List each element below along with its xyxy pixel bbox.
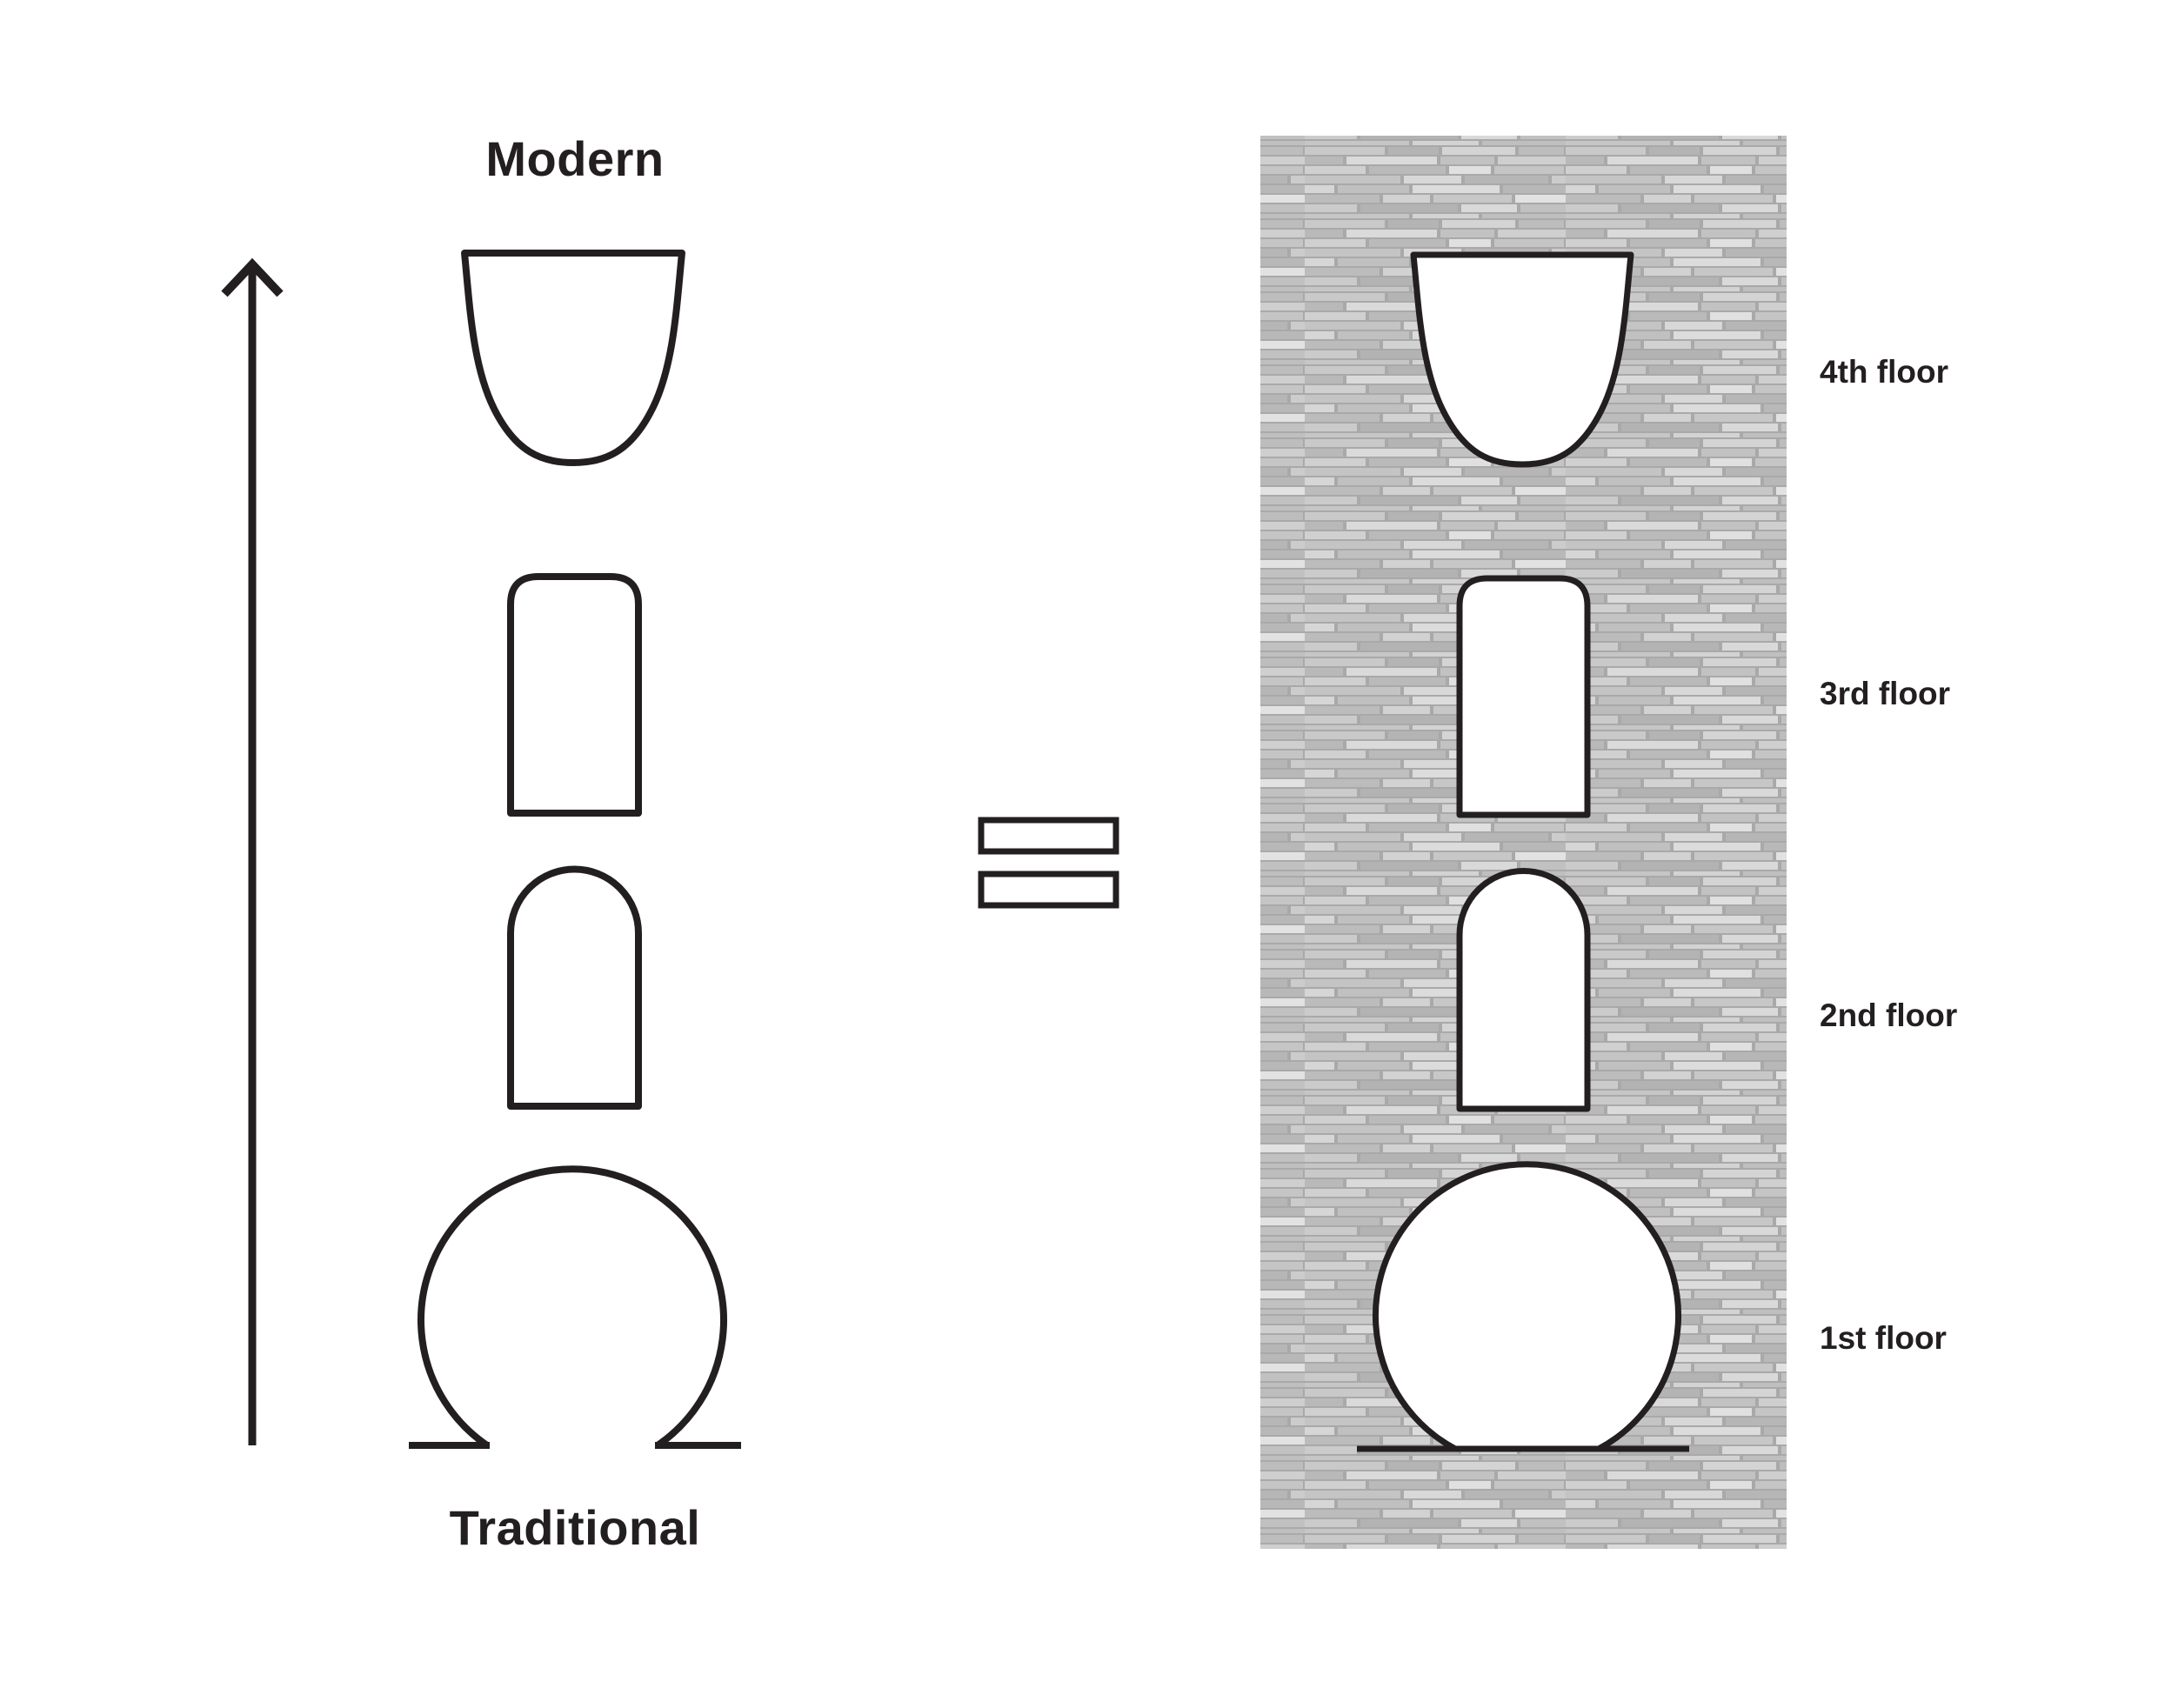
wall-facade: [1260, 136, 1787, 1549]
axis-bottom-label: Traditional: [449, 1500, 701, 1555]
axis-arrowhead-icon: [221, 257, 284, 297]
round-arch-opening-icon: [507, 865, 642, 1110]
floor-label-2nd: 2nd floor: [1820, 997, 1958, 1033]
equals-bar-top: [978, 817, 1119, 855]
left-opening-shapes: [409, 250, 741, 1449]
bowl-opening-icon: [461, 250, 685, 466]
facade-window-1st-floor: [1373, 1161, 1681, 1452]
floor-label-3rd: 3rd floor: [1820, 676, 1951, 711]
floor-label-4th: 4th floor: [1820, 354, 1948, 390]
floor-label-1st: 1st floor: [1820, 1320, 1947, 1356]
axis-top-label: Modern: [485, 131, 665, 186]
equals-bar-bottom: [978, 871, 1119, 909]
facade-window-3rd-floor: [1456, 575, 1591, 818]
evolution-axis: [221, 257, 284, 1445]
rounded-rect-opening-icon: [507, 573, 642, 817]
circular-arch-opening-icon: [418, 1165, 727, 1449]
facade-window-2nd-floor: [1456, 868, 1591, 1112]
facade-window-4th-floor: [1410, 251, 1634, 468]
equals-sign-icon: [978, 817, 1119, 909]
